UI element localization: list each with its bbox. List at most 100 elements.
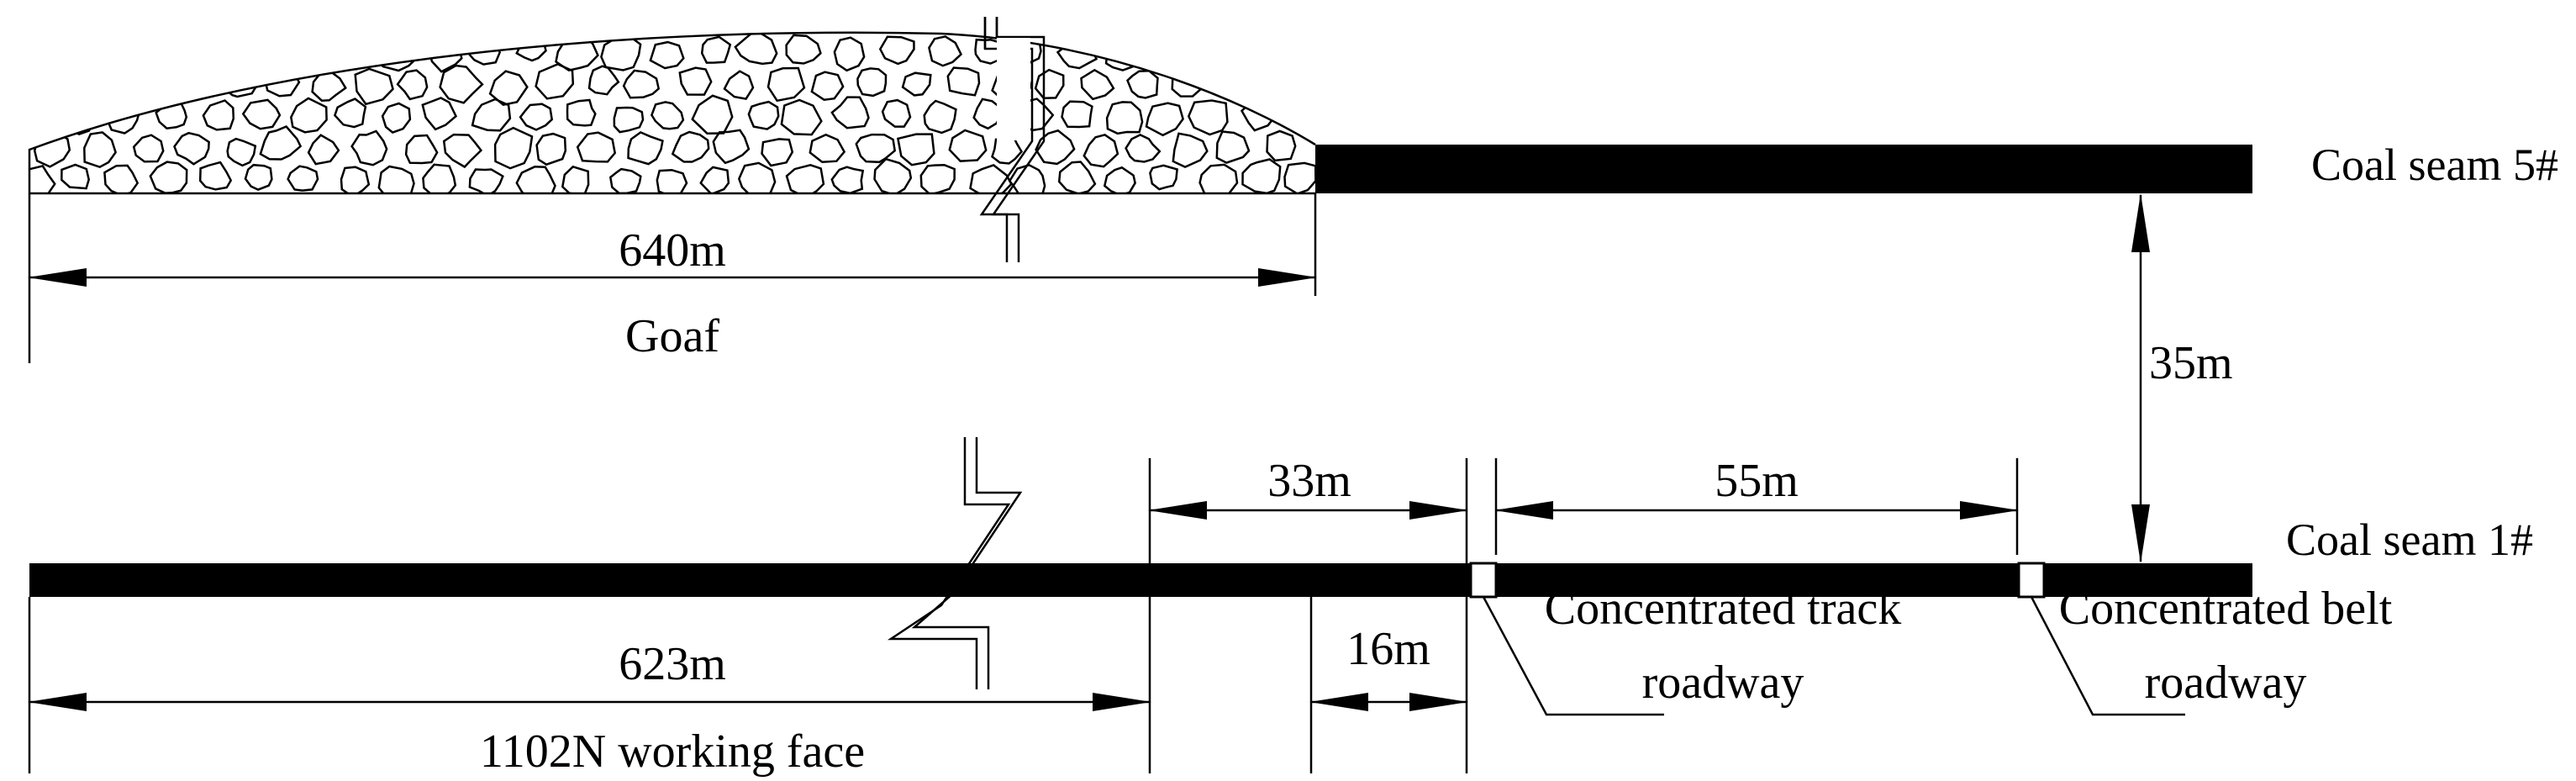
rubble-stone bbox=[173, 131, 210, 166]
rubble-stone bbox=[63, 34, 98, 64]
rubble-stone bbox=[948, 129, 988, 162]
rubble-stone bbox=[311, 69, 347, 102]
rubble-stone bbox=[1216, 71, 1260, 106]
span-16-label: 16m bbox=[1346, 623, 1430, 675]
rubble-stone bbox=[1192, 32, 1235, 70]
working-face-label: 1102N working face bbox=[480, 726, 865, 778]
rubble-stone bbox=[809, 133, 846, 163]
belt-roadway bbox=[2017, 562, 2046, 599]
span-55-label: 55m bbox=[1715, 455, 1799, 507]
roadway-leaders bbox=[1482, 596, 2185, 716]
rubble-stone bbox=[810, 71, 845, 101]
goaf-outline bbox=[28, 31, 1316, 193]
rubble-stone bbox=[421, 97, 458, 131]
rubble-stone bbox=[1288, 103, 1315, 130]
rubble-stone bbox=[878, 35, 915, 66]
rubble-stone bbox=[1280, 34, 1315, 74]
rubble-stone bbox=[734, 32, 778, 66]
rubble-stone bbox=[1083, 133, 1119, 168]
rubble-stone bbox=[972, 98, 1003, 130]
rubble-stone bbox=[29, 40, 50, 66]
rubble-stone bbox=[149, 161, 188, 193]
rubble-stone bbox=[833, 36, 866, 72]
rubble-stone bbox=[1149, 164, 1178, 191]
rubble-stone bbox=[1061, 100, 1093, 129]
rubble-stone bbox=[1148, 33, 1180, 64]
span-33-label: 33m bbox=[1267, 455, 1351, 507]
rubble-stone bbox=[535, 63, 575, 100]
rubble-stone bbox=[240, 34, 276, 75]
rubble-stone bbox=[1267, 65, 1302, 97]
rubble-stone bbox=[199, 32, 232, 67]
rubble-stone bbox=[404, 134, 439, 165]
rubble-stone bbox=[198, 161, 233, 191]
rubble-stone bbox=[1145, 102, 1184, 137]
rubble-stone bbox=[747, 100, 780, 130]
rubble-stone bbox=[39, 69, 69, 98]
rubble-stone bbox=[29, 164, 56, 193]
rubble-stone bbox=[259, 124, 303, 161]
rubble-stone bbox=[333, 36, 369, 71]
rubble-stone bbox=[613, 106, 645, 134]
rubble-stone bbox=[1034, 68, 1065, 99]
rubble-stone bbox=[244, 163, 273, 191]
rubble-stone bbox=[576, 131, 617, 163]
rubble-stone bbox=[700, 35, 732, 64]
rubble-stone bbox=[830, 166, 865, 193]
rubble-stone bbox=[519, 103, 554, 131]
rubble-stone bbox=[881, 98, 912, 128]
rubble-stone bbox=[1283, 161, 1315, 193]
rubble-stone bbox=[780, 98, 823, 136]
rubble-stone bbox=[333, 98, 367, 129]
rubble-stone bbox=[901, 71, 932, 97]
rubble-stone bbox=[350, 129, 388, 166]
rubble-stone bbox=[991, 136, 1024, 165]
rubble-stone bbox=[678, 66, 713, 96]
rubble-stone bbox=[699, 166, 730, 193]
goaf-label: Goaf bbox=[625, 310, 719, 362]
rubble-stone bbox=[83, 131, 117, 169]
rubble-stone bbox=[132, 134, 165, 163]
rubble-stone bbox=[555, 34, 599, 72]
rubble-stone bbox=[923, 99, 957, 135]
rubble-stone bbox=[1215, 130, 1251, 164]
rubble-stone bbox=[377, 165, 415, 193]
lower-dimensions bbox=[28, 458, 2019, 773]
rubble-stone bbox=[493, 126, 534, 170]
coal-seam-5-label: Coal seam 5# bbox=[2311, 140, 2558, 190]
rubble-stone bbox=[1241, 158, 1282, 193]
rubble-stone bbox=[712, 129, 751, 165]
rubble-stone bbox=[974, 38, 1003, 65]
rubble-stone bbox=[1056, 37, 1098, 70]
rubble-stone bbox=[381, 102, 412, 135]
rubble-stone bbox=[287, 165, 319, 192]
rubble-stone bbox=[587, 65, 620, 96]
track-roadway-label-2: roadway bbox=[1642, 657, 1804, 709]
rubble-stone bbox=[1035, 129, 1076, 166]
rubble-stone bbox=[307, 134, 340, 166]
seam-spacing-label: 35m bbox=[2149, 337, 2233, 389]
rubble-stone bbox=[1103, 166, 1136, 193]
rubble-stone bbox=[442, 133, 483, 169]
face-length-label: 623m bbox=[619, 638, 726, 690]
rubble-stone bbox=[1266, 129, 1297, 162]
rubble-stone bbox=[439, 64, 484, 104]
belt-roadway-label-2: roadway bbox=[2145, 657, 2307, 709]
rubble-stone bbox=[1057, 161, 1097, 193]
rubble-stone bbox=[108, 37, 140, 67]
rubble-stone bbox=[33, 128, 71, 168]
rubble-stone bbox=[969, 163, 1013, 193]
rubble-stone bbox=[154, 34, 193, 66]
rubble-stone bbox=[289, 97, 328, 134]
rubble-stone bbox=[855, 133, 897, 164]
rubble-stone bbox=[830, 96, 870, 129]
rubble-stone bbox=[354, 67, 394, 106]
track-roadway bbox=[1469, 562, 1498, 599]
rubble-stone bbox=[396, 69, 429, 101]
rubble-stone bbox=[856, 67, 888, 98]
rubble-stone bbox=[919, 163, 956, 193]
rubble-stone bbox=[785, 34, 822, 65]
rubble-stone bbox=[1172, 132, 1209, 168]
coal-seam-5 bbox=[1315, 145, 2252, 193]
